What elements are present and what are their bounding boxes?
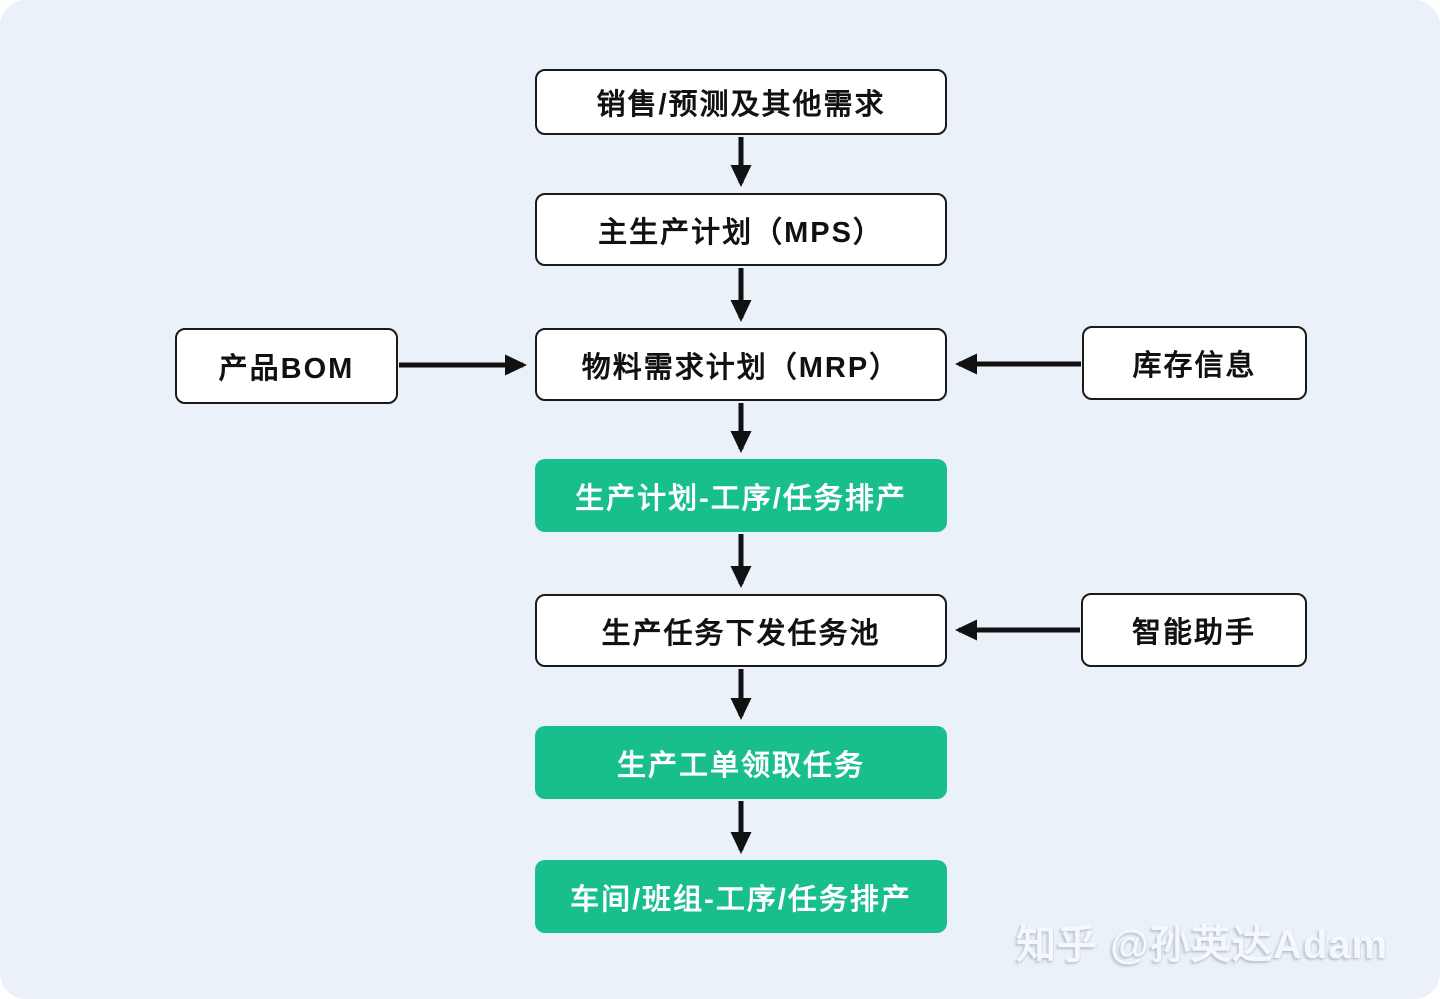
node-material-requirements-planning: 物料需求计划（MRP）	[535, 328, 947, 401]
node-workshop-team-process-task-scheduling: 车间/班组-工序/任务排产	[535, 860, 947, 933]
node-smart-assistant: 智能助手	[1081, 593, 1307, 667]
node-production-task-pool: 生产任务下发任务池	[535, 594, 947, 667]
node-inventory-info: 库存信息	[1082, 326, 1307, 400]
node-product-bom: 产品BOM	[175, 328, 398, 404]
node-master-production-schedule: 主生产计划（MPS）	[535, 193, 947, 266]
node-production-plan-process-task-scheduling: 生产计划-工序/任务排产	[535, 459, 947, 532]
node-sales-forecast-demand: 销售/预测及其他需求	[535, 69, 947, 135]
zhihu-watermark: 知乎 @孙英达Adam	[1016, 923, 1389, 967]
node-work-order-claim-task: 生产工单领取任务	[535, 726, 947, 799]
